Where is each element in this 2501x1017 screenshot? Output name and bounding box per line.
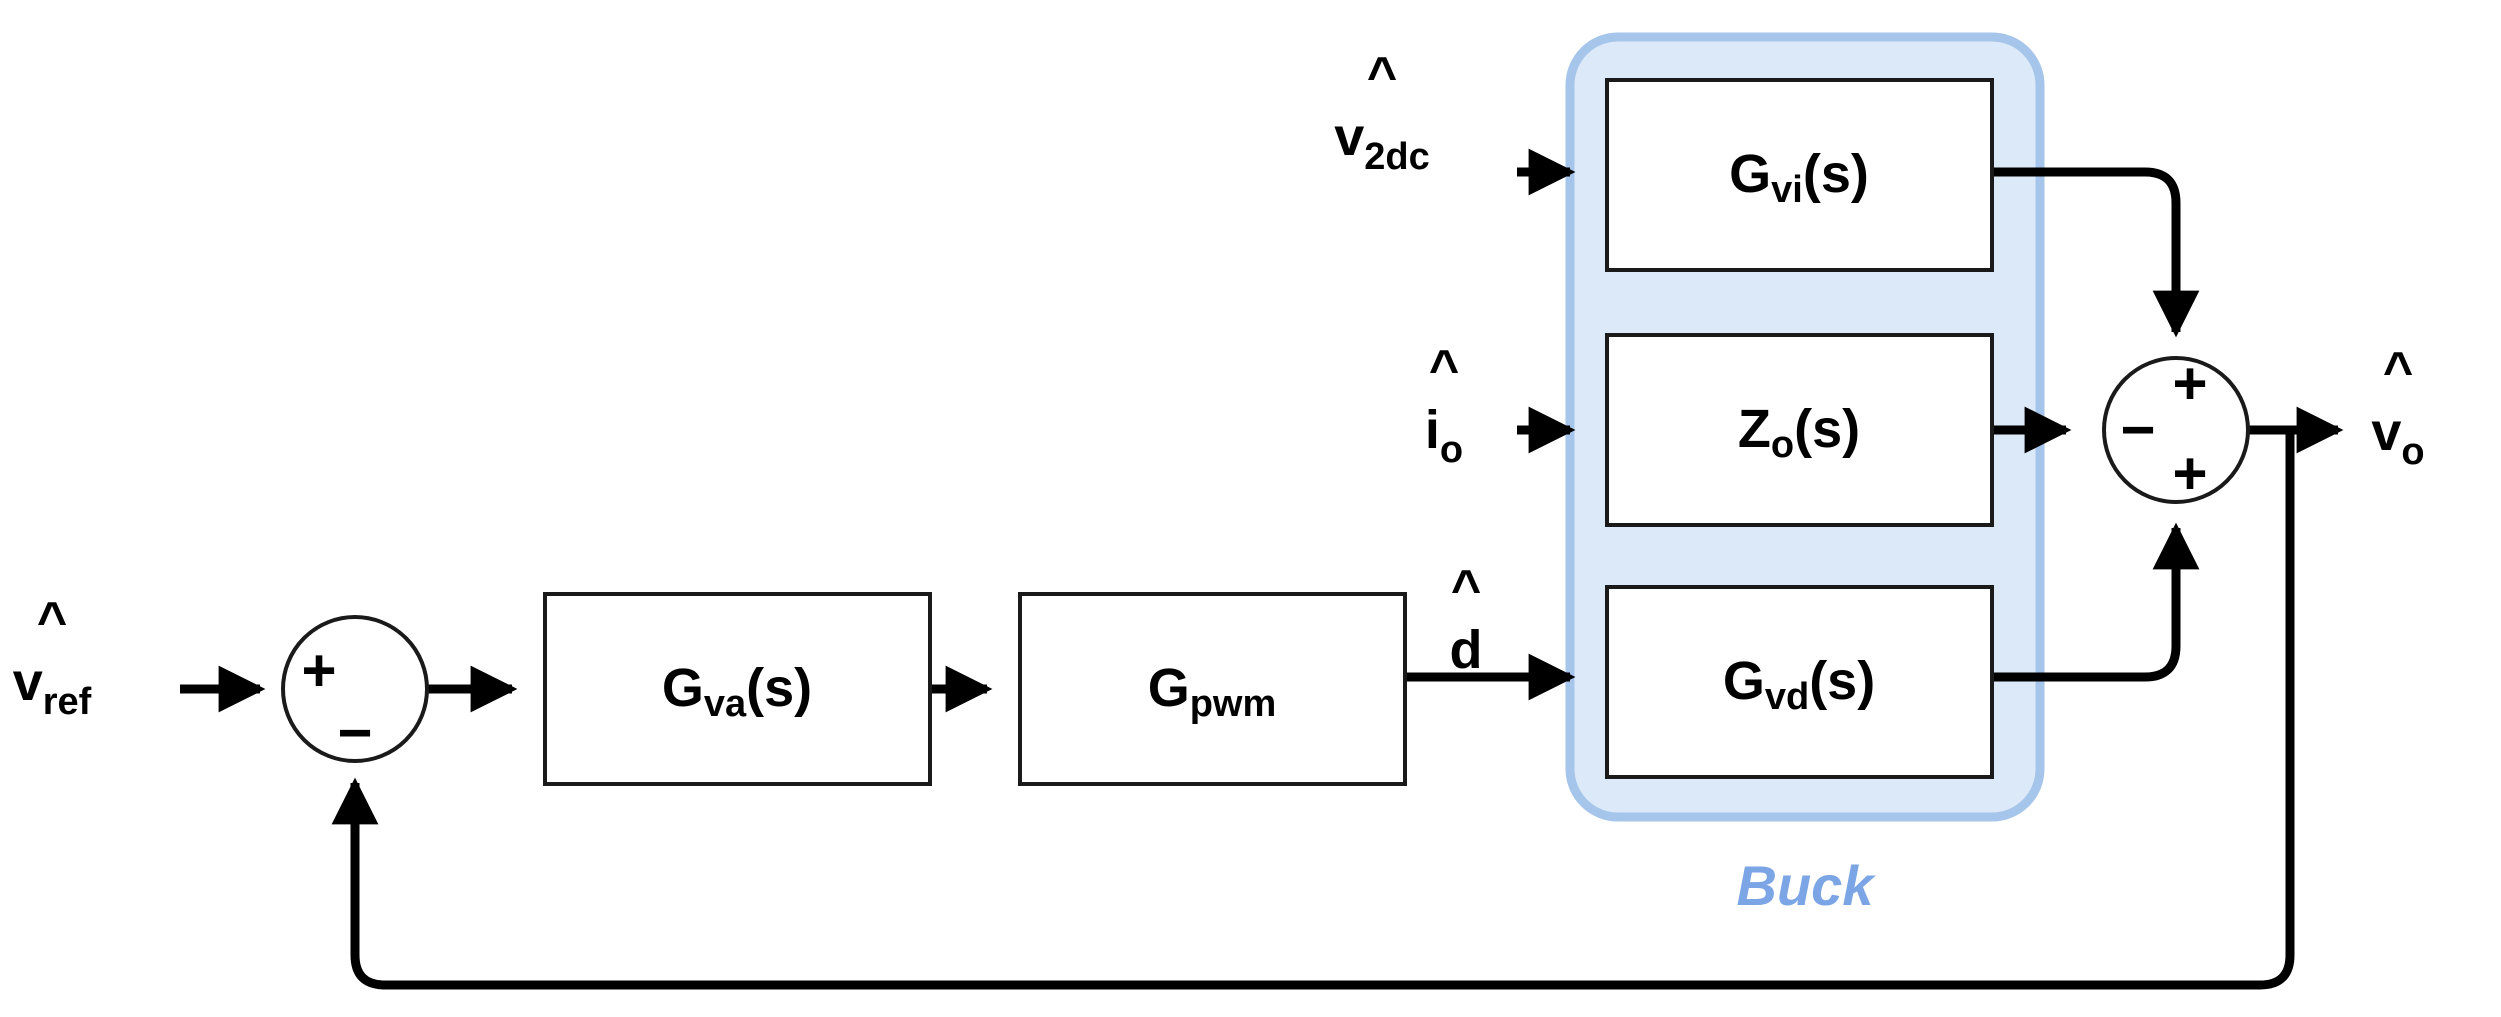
- block-gva-base: G: [662, 658, 704, 718]
- block-gvd-base: G: [1723, 651, 1765, 711]
- wire-layer: [180, 148, 2344, 990]
- block-zo[interactable]: Zo(s): [1605, 333, 1994, 527]
- block-gvd[interactable]: Gvd(s): [1605, 585, 1994, 779]
- block-gvd-label: Gvd(s): [1723, 651, 1875, 718]
- signal-label-d: ^ d: [1450, 560, 1483, 680]
- block-gvi-label: Gvi(s): [1729, 144, 1869, 211]
- v2dc-label: v2dc: [1334, 107, 1430, 178]
- vo-base: v: [2371, 402, 2401, 462]
- block-gvd-sub: vd: [1765, 676, 1809, 718]
- error-summing-junction[interactable]: + −: [281, 615, 429, 766]
- output-sum-plus-bottom-sign: +: [2172, 440, 2207, 507]
- vo-label: vo: [2371, 402, 2424, 473]
- signal-label-io: ^ io: [1425, 340, 1463, 471]
- signal-label-v2dc: ^ v2dc: [1334, 47, 1430, 178]
- block-zo-sub: o: [1771, 424, 1794, 466]
- signal-label-vo: ^ vo: [2371, 342, 2424, 473]
- vref-base: v: [13, 652, 43, 712]
- vo-sub: o: [2401, 431, 2424, 473]
- block-gpwm-sub: pwm: [1190, 683, 1277, 725]
- block-gvi[interactable]: Gvi(s): [1605, 78, 1994, 272]
- output-sum-circle[interactable]: [2102, 356, 2250, 504]
- block-gpwm-label: Gpwm: [1148, 658, 1277, 725]
- io-hat-icon: ^: [1429, 340, 1459, 398]
- error-sum-minus-sign: −: [337, 699, 372, 766]
- vref-sub: ref: [43, 681, 92, 723]
- block-gva[interactable]: Gva(s): [543, 592, 932, 786]
- block-gvi-rect[interactable]: [1605, 78, 1994, 272]
- wire-gvd-to-output-sum: [1992, 522, 2200, 682]
- error-sum-plus-sign: +: [301, 637, 336, 704]
- output-sum-minus-sign: −: [2120, 396, 2155, 463]
- block-gva-label: Gva(s): [662, 658, 812, 725]
- error-sum-circle[interactable]: [281, 615, 429, 763]
- block-gva-rect[interactable]: [543, 592, 932, 786]
- block-zo-base: Z: [1738, 399, 1771, 459]
- block-zo-label: Zo(s): [1738, 399, 1860, 466]
- d-hat-icon: ^: [1451, 560, 1481, 618]
- io-base: i: [1425, 400, 1440, 460]
- buck-group-label: Buck: [1737, 854, 1877, 917]
- block-gvi-sub: vi: [1771, 169, 1803, 211]
- vo-hat-icon: ^: [2383, 342, 2413, 400]
- wire-feedback-loop: [331, 430, 2295, 990]
- output-summing-junction[interactable]: + − +: [2102, 350, 2250, 507]
- vref-label: vref: [13, 652, 92, 723]
- block-gvi-base: G: [1729, 144, 1771, 204]
- block-gpwm-base: G: [1148, 658, 1190, 718]
- v2dc-base: v: [1334, 107, 1364, 167]
- wire-gvi-to-output-sum: [1992, 167, 2200, 338]
- io-label: io: [1425, 400, 1463, 471]
- block-gva-sub: va: [704, 683, 747, 725]
- block-gva-tail: (s): [746, 658, 812, 718]
- signal-label-vref: ^ vref: [13, 592, 92, 723]
- io-sub: o: [1440, 429, 1463, 471]
- block-gpwm-rect[interactable]: [1018, 592, 1407, 786]
- v2dc-sub: 2dc: [1364, 136, 1429, 178]
- d-label: d: [1450, 620, 1483, 680]
- vref-hat-icon: ^: [37, 592, 67, 650]
- block-gvd-rect[interactable]: [1605, 585, 1994, 779]
- block-gpwm[interactable]: Gpwm: [1018, 592, 1407, 786]
- block-zo-tail: (s): [1794, 399, 1860, 459]
- block-zo-rect[interactable]: [1605, 333, 1994, 527]
- block-gvi-tail: (s): [1803, 144, 1869, 204]
- block-gvd-tail: (s): [1809, 651, 1875, 711]
- d-base: d: [1450, 620, 1483, 680]
- v2dc-hat-icon: ^: [1367, 47, 1397, 105]
- output-sum-plus-top-sign: +: [2172, 350, 2207, 417]
